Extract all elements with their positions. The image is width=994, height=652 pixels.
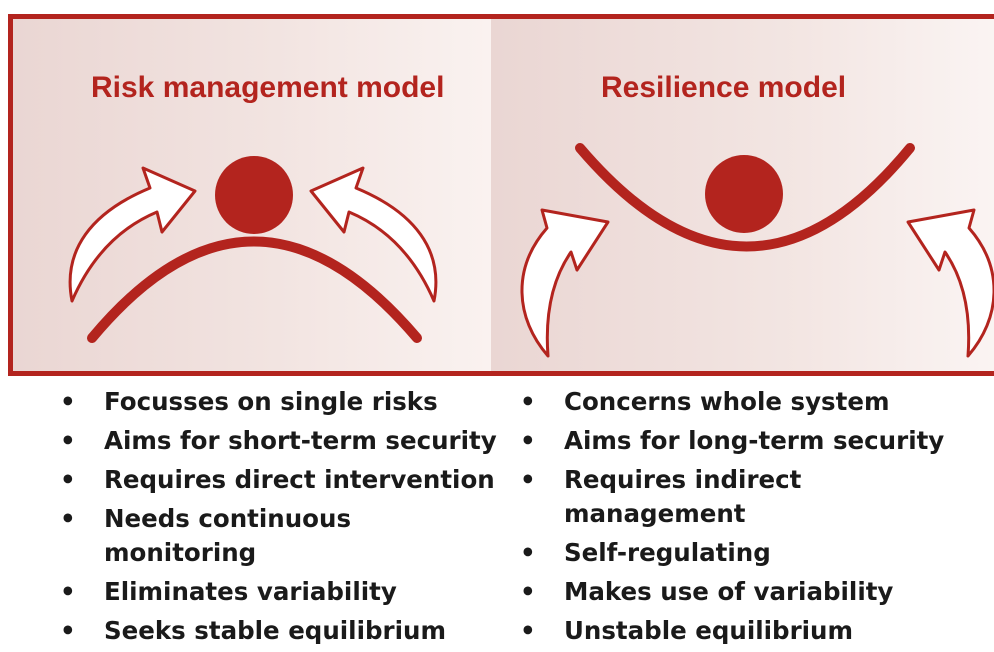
ball-in-valley xyxy=(705,155,783,233)
list-item: Requires indirect management xyxy=(520,463,814,531)
hill-curve xyxy=(87,236,422,343)
resilience-model-illustration xyxy=(520,143,994,358)
right-upward-arrow-icon xyxy=(906,208,994,358)
list-item: Seeks stable equilibrium xyxy=(60,614,500,648)
risk-model-illustration xyxy=(68,156,438,343)
list-item: Requires direct intervention xyxy=(60,463,500,497)
models-diagram xyxy=(68,143,994,358)
list-item: Focusses on single risks xyxy=(60,385,500,419)
left-upward-arrow-icon xyxy=(520,208,610,358)
list-item: Aims for short-term security xyxy=(60,424,500,458)
list-item: Concerns whole system xyxy=(520,385,990,419)
list-item: Unstable equilibrium xyxy=(520,614,990,648)
list-item: Aims for long-term security xyxy=(520,424,990,458)
right-curved-arrow-icon xyxy=(309,166,438,303)
resilience-model-title: Resilience model xyxy=(601,71,847,104)
resilience-model-bullets: Concerns whole system Aims for long-term… xyxy=(520,385,990,652)
ball-on-hill xyxy=(215,156,293,234)
list-item: Needs continuous monitoring xyxy=(60,502,384,570)
valley-curve xyxy=(575,143,915,252)
list-item: Eliminates variability xyxy=(60,575,500,609)
list-item: Makes use of variability xyxy=(520,575,990,609)
left-curved-arrow-icon xyxy=(68,166,197,303)
list-item: Self-regulating xyxy=(520,536,990,570)
risk-model-title: Risk management model xyxy=(91,71,445,104)
risk-model-bullets: Focusses on single risks Aims for short-… xyxy=(60,385,500,652)
